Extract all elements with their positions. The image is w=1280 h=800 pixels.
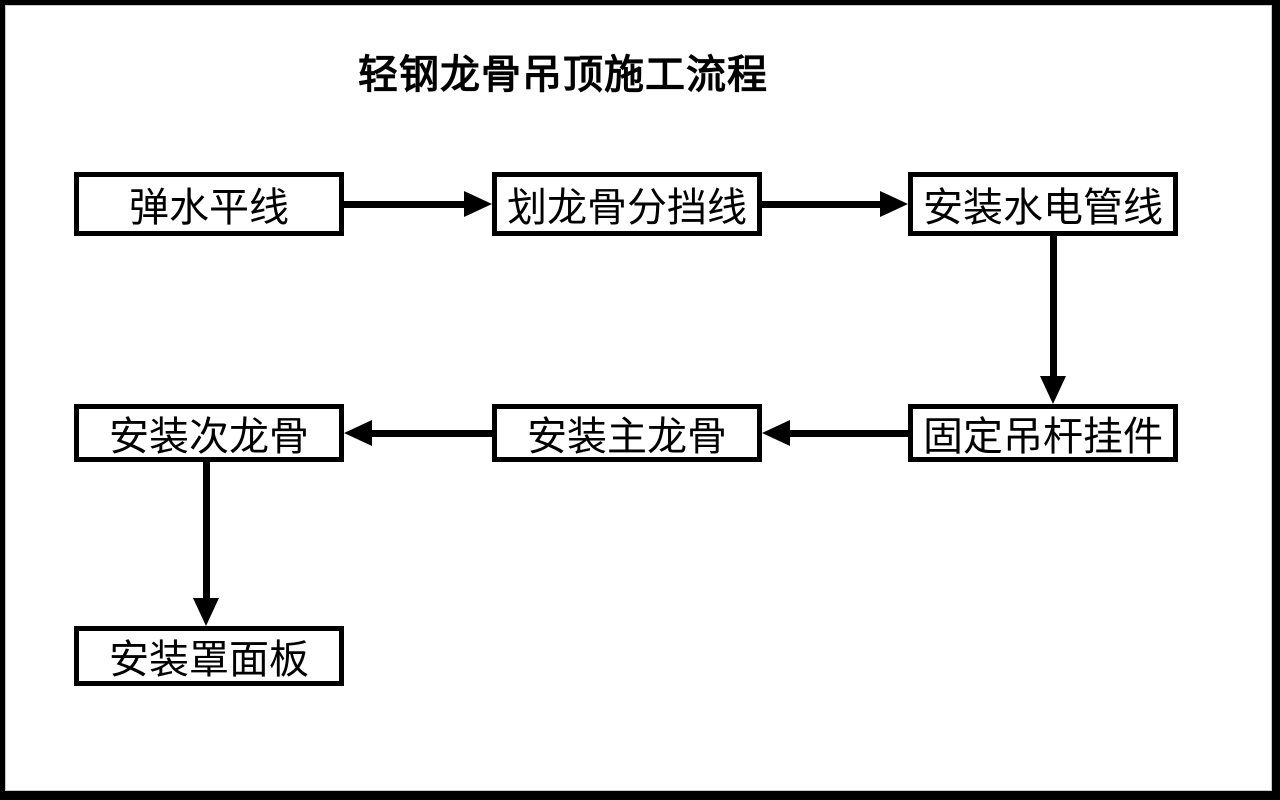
flow-node-install-main-keel: 安装主龙骨	[492, 404, 762, 462]
arrow-right-icon	[344, 191, 492, 217]
arrow-shaft	[788, 429, 908, 437]
flow-node-label: 固定吊杆挂件	[923, 415, 1163, 459]
arrow-shaft	[344, 200, 466, 208]
arrow-head	[1040, 376, 1066, 404]
flow-node-install-secondary-keel: 安装次龙骨	[74, 404, 344, 462]
arrow-left-icon	[762, 420, 908, 446]
arrow-shaft	[202, 462, 210, 600]
arrow-down-icon	[1040, 236, 1066, 404]
arrow-head	[344, 420, 372, 446]
arrow-down-icon	[193, 462, 219, 626]
arrow-head	[193, 598, 219, 626]
arrow-shaft	[1049, 236, 1057, 378]
diagram-title: 轻钢龙骨吊顶施工流程	[358, 53, 768, 97]
arrow-head	[464, 191, 492, 217]
flow-node-mark-keel-division-lines: 划龙骨分挡线	[492, 172, 762, 236]
flow-node-label: 安装水电管线	[923, 186, 1163, 230]
arrow-head	[880, 191, 908, 217]
flow-node-label: 安装罩面板	[109, 638, 309, 682]
flow-node-snap-level-line: 弹水平线	[74, 172, 344, 236]
arrow-head	[762, 420, 790, 446]
flow-node-install-water-electric-pipes: 安装水电管线	[908, 172, 1178, 236]
arrow-right-icon	[762, 191, 908, 217]
flow-node-install-cover-panel: 安装罩面板	[74, 626, 344, 686]
arrow-shaft	[370, 429, 492, 437]
flow-node-label: 弹水平线	[129, 186, 289, 230]
arrow-left-icon	[344, 420, 492, 446]
arrow-shaft	[762, 200, 882, 208]
flow-node-label: 安装次龙骨	[109, 415, 309, 459]
flow-node-label: 安装主龙骨	[527, 415, 727, 459]
flow-node-fix-hanger-rod-fittings: 固定吊杆挂件	[908, 404, 1178, 462]
flow-node-label: 划龙骨分挡线	[507, 186, 747, 230]
